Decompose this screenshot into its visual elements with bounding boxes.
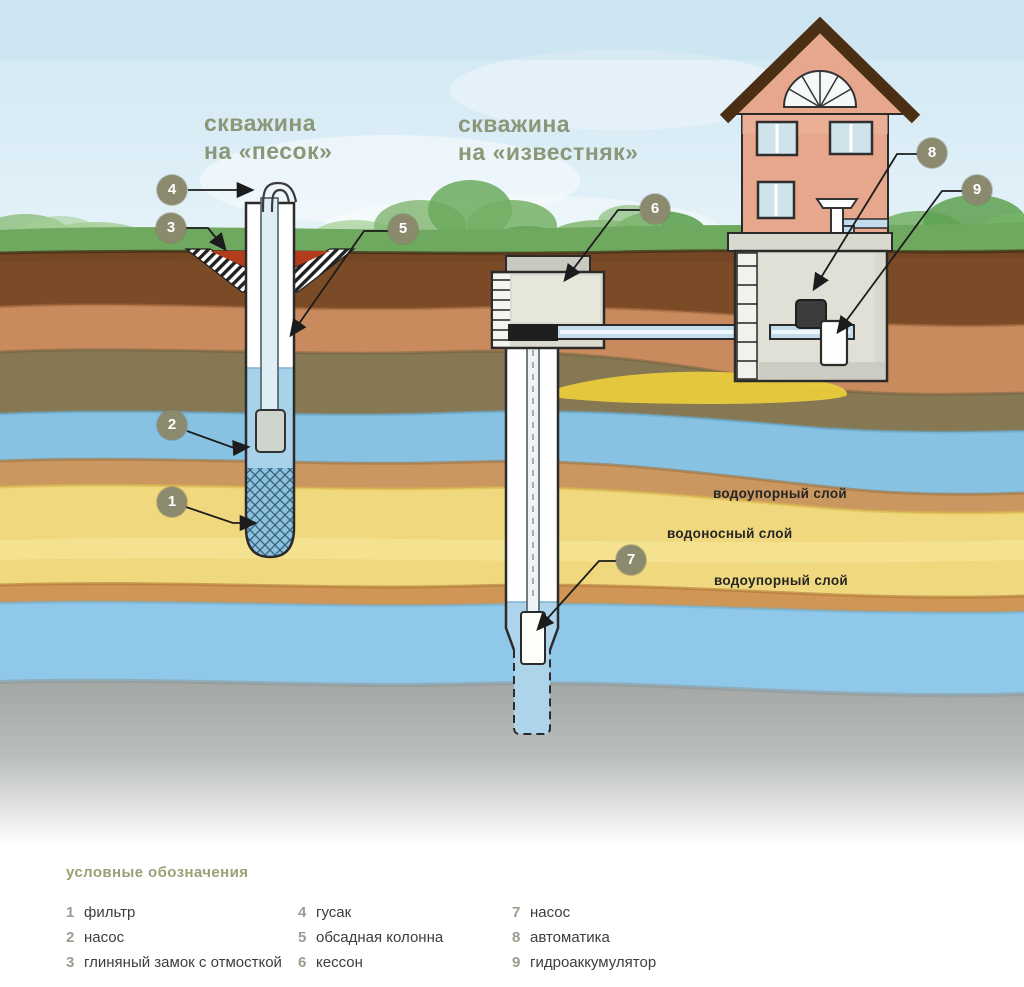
drop-pipe [260,197,279,413]
callout-marker-9: 9 [962,175,992,205]
callout-marker-5: 5 [388,214,418,244]
callout-marker-8: 8 [917,138,947,168]
hydroaccumulator [819,319,849,367]
callout-marker-7: 7 [616,545,646,575]
stratum-label-aquifer: водоносный слой [667,526,793,541]
limestone-well-title: скважина на «известняк» [458,111,639,165]
callout-arrows [185,153,963,632]
sand-well-title: скважина на «песок» [204,110,333,164]
basement-ladder [736,252,758,380]
pitless-adapter [508,324,558,341]
roof [719,16,921,124]
callout-marker-6: 6 [640,194,670,224]
windows [755,120,874,220]
gooseneck [261,181,298,213]
faucet [815,198,859,209]
callout-marker-2: 2 [157,410,187,440]
limestone-well [490,255,855,735]
submersible-pump [255,409,286,453]
sand-well [184,181,356,559]
deep-pump [520,611,546,665]
stratum-label-upper-confining: водоупорный слой [713,486,847,501]
floor-slab [727,232,893,252]
callout-marker-3: 3 [156,213,186,243]
callout-marker-4: 4 [157,175,187,205]
automation-unit [795,299,827,329]
callout-marker-1: 1 [157,487,187,517]
legend-title: условные обозначения [66,864,249,881]
stratum-label-lower-confining: водоупорный слой [714,573,848,588]
